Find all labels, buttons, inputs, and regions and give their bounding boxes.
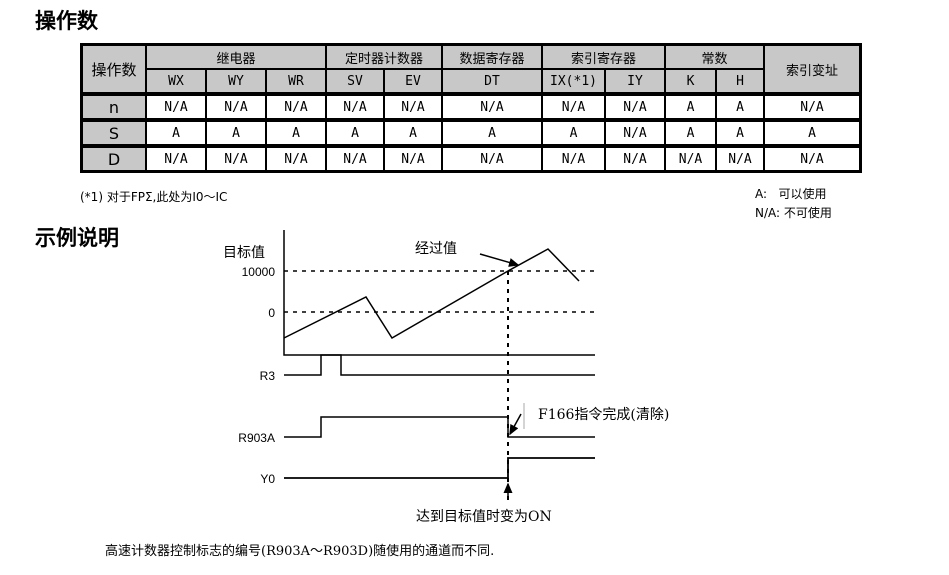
section-title-operands: 操作数	[35, 9, 98, 33]
target-value-label: 目标值	[223, 245, 265, 261]
section-title-example: 示例说明	[35, 226, 119, 250]
table-cell: A	[206, 121, 266, 145]
column-header: SV	[326, 69, 384, 93]
column-header: WX	[146, 69, 206, 93]
table-cell: A	[764, 121, 860, 145]
table-cell: A	[442, 121, 542, 145]
column-header: IY	[605, 69, 665, 93]
table-cell: N/A	[605, 121, 665, 145]
legend-not-available: N/A: 不可使用	[755, 206, 832, 220]
table-cell: N/A	[665, 147, 716, 171]
table-cell: A	[665, 121, 716, 145]
table-cell: N/A	[442, 95, 542, 119]
footnote: (*1) 对于FPΣ,此处为I0～IC	[80, 190, 228, 204]
row-label: n	[82, 95, 146, 119]
group-header: 数据寄存器	[442, 45, 542, 69]
table-cell: N/A	[384, 147, 442, 171]
r3-label: R3	[260, 369, 276, 383]
table-cell: N/A	[542, 147, 605, 171]
table-cell: A	[326, 121, 384, 145]
table-cell: N/A	[206, 95, 266, 119]
table-cell: N/A	[266, 147, 326, 171]
table-cell: N/A	[326, 147, 384, 171]
on-note: 达到目标值时变为ON	[416, 509, 552, 525]
column-header: WY	[206, 69, 266, 93]
table-cell: N/A	[206, 147, 266, 171]
table-cell: A	[146, 121, 206, 145]
group-header: 继电器	[146, 45, 326, 69]
f166-label: F166指令完成(清除)	[538, 407, 669, 423]
group-header: 常数	[665, 45, 764, 69]
corner-header: 操作数	[82, 45, 146, 93]
table-cell: N/A	[442, 147, 542, 171]
legend-available: A: 可以使用	[755, 187, 827, 201]
table-cell: A	[384, 121, 442, 145]
group-header: 定时器计数器	[326, 45, 442, 69]
y0-label: Y0	[260, 472, 275, 486]
r903a-label: R903A	[238, 431, 275, 445]
column-header: WR	[266, 69, 326, 93]
table-cell: A	[542, 121, 605, 145]
r3-signal	[284, 354, 595, 376]
table-cell: N/A	[764, 147, 860, 171]
column-header: IX(*1)	[542, 69, 605, 93]
tick-0: 0	[268, 306, 275, 320]
column-header: H	[716, 69, 764, 93]
elapsed-arrow	[479, 253, 520, 267]
table-cell: A	[716, 121, 764, 145]
table-cell: A	[266, 121, 326, 145]
f166-arrow	[509, 413, 522, 436]
column-header: DT	[442, 69, 542, 93]
channel-note: 高速计数器控制标志的编号(R903A～R903D)随使用的通道而不同.	[105, 544, 495, 559]
table-cell: N/A	[146, 95, 206, 119]
elapsed-value-label: 经过值	[415, 241, 457, 257]
column-header: K	[665, 69, 716, 93]
y0-signal	[284, 457, 595, 479]
r903a-signal	[284, 416, 595, 438]
table-cell: A	[665, 95, 716, 119]
group-header: 索引变址	[764, 45, 860, 93]
table-cell: N/A	[605, 147, 665, 171]
table-cell: N/A	[146, 147, 206, 171]
tick-10000: 10000	[242, 265, 276, 279]
operand-table: 操作数 继电器 定时器计数器 数据寄存器 索引寄存器 常数 索引变址 WX WY…	[80, 43, 862, 173]
row-label: D	[82, 147, 146, 171]
row-label: S	[82, 121, 146, 145]
table-cell: N/A	[542, 95, 605, 119]
table-cell: N/A	[764, 95, 860, 119]
column-header: EV	[384, 69, 442, 93]
group-header: 索引寄存器	[542, 45, 665, 69]
table-cell: N/A	[605, 95, 665, 119]
table-cell: N/A	[266, 95, 326, 119]
table-cell: N/A	[326, 95, 384, 119]
table-cell: A	[716, 95, 764, 119]
elapsed-value-line	[283, 248, 580, 340]
table-cell: N/A	[716, 147, 764, 171]
table-cell: N/A	[384, 95, 442, 119]
